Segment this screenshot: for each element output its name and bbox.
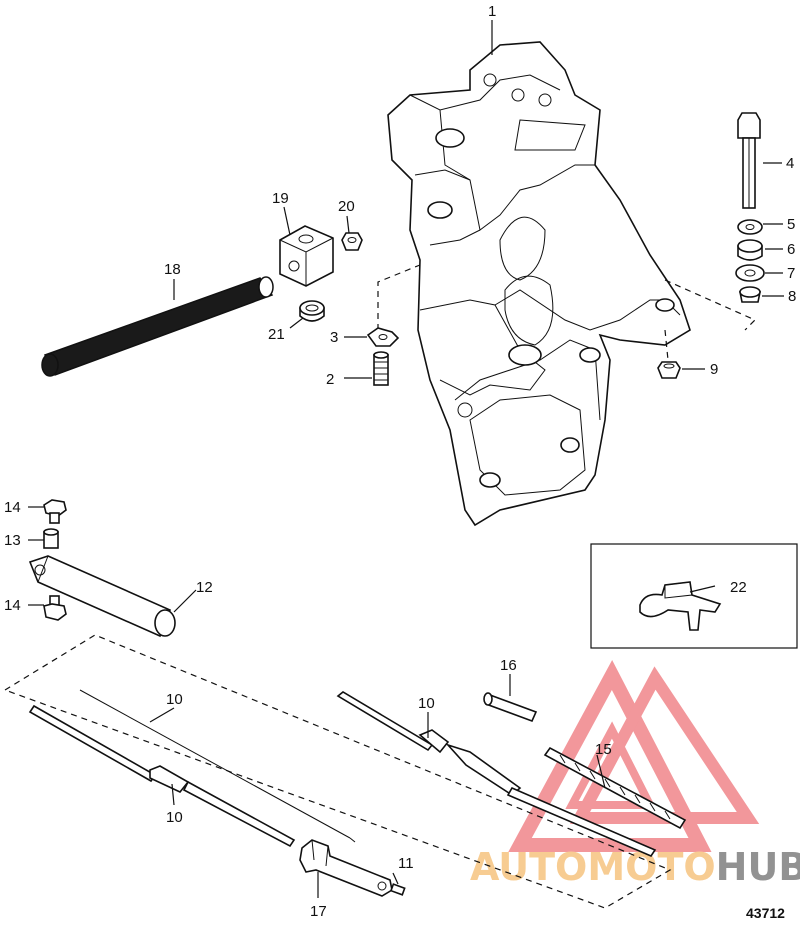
- callout-19: 19: [272, 190, 289, 207]
- main-bracket: [387, 41, 691, 527]
- washer-part-7: [735, 264, 765, 282]
- bolt-part-4: [737, 112, 761, 209]
- callout-15: 15: [595, 741, 612, 758]
- cable-part-10-right: [336, 691, 657, 857]
- callout-22: 22: [730, 579, 747, 596]
- threaded-rod-part-15: [543, 746, 687, 830]
- detail-box-part-22: [590, 543, 798, 649]
- pin-part-16: [483, 692, 538, 723]
- block-part-19: [279, 225, 334, 287]
- tie-bar-part-12: [28, 555, 176, 638]
- callout-17: 17: [310, 903, 327, 920]
- callout-9: 9: [710, 361, 718, 378]
- callout-11: 11: [398, 855, 414, 872]
- locknut-part-8: [739, 286, 761, 303]
- screw-part-14-lower: [43, 595, 67, 621]
- callout-7: 7: [787, 265, 795, 282]
- stud-part-2: [373, 351, 389, 386]
- tab-washer-part-3: [366, 327, 400, 347]
- bushing-part-21: [299, 300, 325, 322]
- callout-1: 1: [488, 3, 496, 20]
- leader-dashed-8-9: [664, 279, 757, 361]
- callout-13: 13: [4, 532, 21, 549]
- pin-part-11: [389, 883, 406, 896]
- clip-part-22: [639, 581, 722, 631]
- callout-2: 2: [326, 371, 334, 388]
- nut-part-9: [657, 361, 681, 379]
- cable-part-10-left: [28, 689, 356, 848]
- callout-5: 5: [787, 216, 795, 233]
- callout-10-bottom: 10: [166, 809, 183, 826]
- callout-18: 18: [164, 261, 181, 278]
- callout-3: 3: [330, 329, 338, 346]
- callout-6: 6: [787, 241, 795, 258]
- callout-14-lower: 14: [4, 597, 21, 614]
- leader-dashed-2-3: [377, 264, 421, 330]
- watermark-brand-part1: AUTOMOTO: [470, 845, 716, 889]
- callout-21: 21: [268, 326, 285, 343]
- figure-id: 43712: [746, 905, 785, 921]
- cable-group-outline: [3, 634, 672, 909]
- washer-part-5: [737, 219, 763, 235]
- callout-10-top: 10: [166, 691, 183, 708]
- screw-part-14-upper: [43, 499, 67, 524]
- svg-text:AUTOMOTOHUB: AUTOMOTOHUB: [470, 845, 800, 889]
- callout-12: 12: [196, 579, 213, 596]
- threaded-rod-part-18: [41, 276, 274, 377]
- callout-16: 16: [500, 657, 517, 674]
- watermark-brand-part2: HUB: [716, 845, 800, 889]
- callout-8: 8: [788, 288, 796, 305]
- spacer-part-6: [737, 239, 763, 261]
- callout-10-right: 10: [418, 695, 435, 712]
- callout-20: 20: [338, 198, 355, 215]
- callout-4: 4: [786, 155, 794, 172]
- leader-lines: [28, 20, 784, 898]
- bracket-part-17: [299, 839, 393, 897]
- callout-14-upper: 14: [4, 499, 21, 516]
- sleeve-part-13: [43, 528, 59, 549]
- callout-labels: 1 2 3 4 5 6 7 8 9 10 10 10 11 12 13 14 1…: [4, 3, 796, 921]
- nut-part-20: [341, 232, 363, 251]
